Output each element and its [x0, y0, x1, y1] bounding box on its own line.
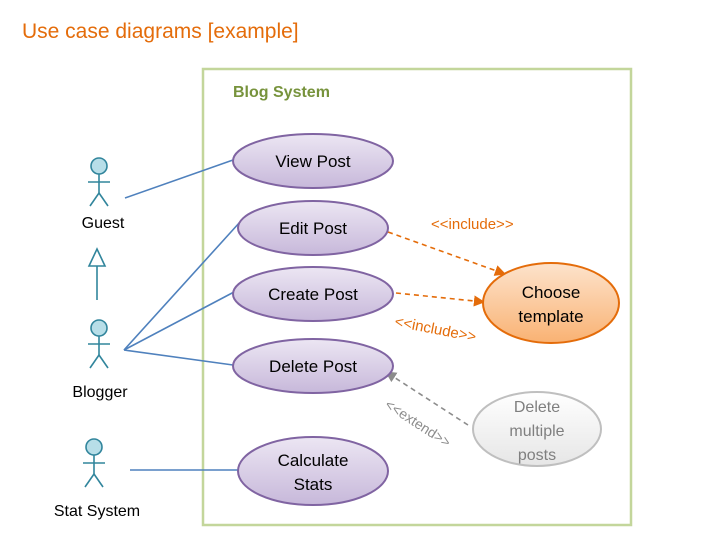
use-case-label-line-2: multiple — [509, 423, 564, 440]
association-blogger-create-post — [123, 291, 235, 351]
use-case-delete-multiple-posts[interactable]: Delete multiple posts — [472, 391, 602, 467]
include-relation-edit — [387, 231, 507, 276]
association-guest-view-post — [124, 159, 234, 199]
system-title: Blog System — [233, 84, 330, 101]
use-case-view-post[interactable]: View Post — [232, 133, 394, 189]
include-relation-create — [395, 292, 486, 307]
use-case-choose-template[interactable]: Choose template — [482, 262, 620, 344]
use-case-label-line-1: Calculate — [278, 451, 349, 470]
slide-title: Use case diagrams [example] — [22, 20, 299, 43]
use-case-label-line-3: posts — [518, 447, 556, 464]
use-case-calculate-stats[interactable]: Calculate Stats — [237, 436, 389, 506]
extend-relation — [385, 371, 469, 426]
actor-blogger-icon[interactable] — [88, 319, 110, 369]
use-case-label: View Post — [275, 152, 351, 171]
use-case-label: Delete Post — [269, 357, 357, 376]
use-case-create-post[interactable]: Create Post — [232, 266, 394, 322]
use-case-edit-post[interactable]: Edit Post — [237, 200, 389, 256]
associations — [123, 159, 241, 471]
generalization-arrow — [87, 247, 107, 300]
use-case-label-line-2: Stats — [294, 475, 333, 494]
use-case-label-line-1: Choose — [522, 283, 581, 302]
actor-stat-system-label: Stat System — [54, 503, 140, 520]
use-case-label: Edit Post — [279, 219, 347, 238]
use-case-label-line-2: template — [518, 307, 583, 326]
include-label-1: <<include>> — [431, 216, 514, 233]
actor-stat-system-icon[interactable] — [83, 438, 105, 488]
association-blogger-edit-post — [123, 221, 241, 351]
association-blogger-delete-post — [123, 349, 234, 366]
actor-blogger-label: Blogger — [72, 384, 128, 401]
actor-guest-label: Guest — [82, 215, 125, 232]
use-case-label: Create Post — [268, 285, 358, 304]
use-case-label-line-1: Delete — [514, 399, 560, 416]
actor-guest-icon[interactable] — [88, 157, 110, 207]
use-case-delete-post[interactable]: Delete Post — [232, 338, 394, 394]
